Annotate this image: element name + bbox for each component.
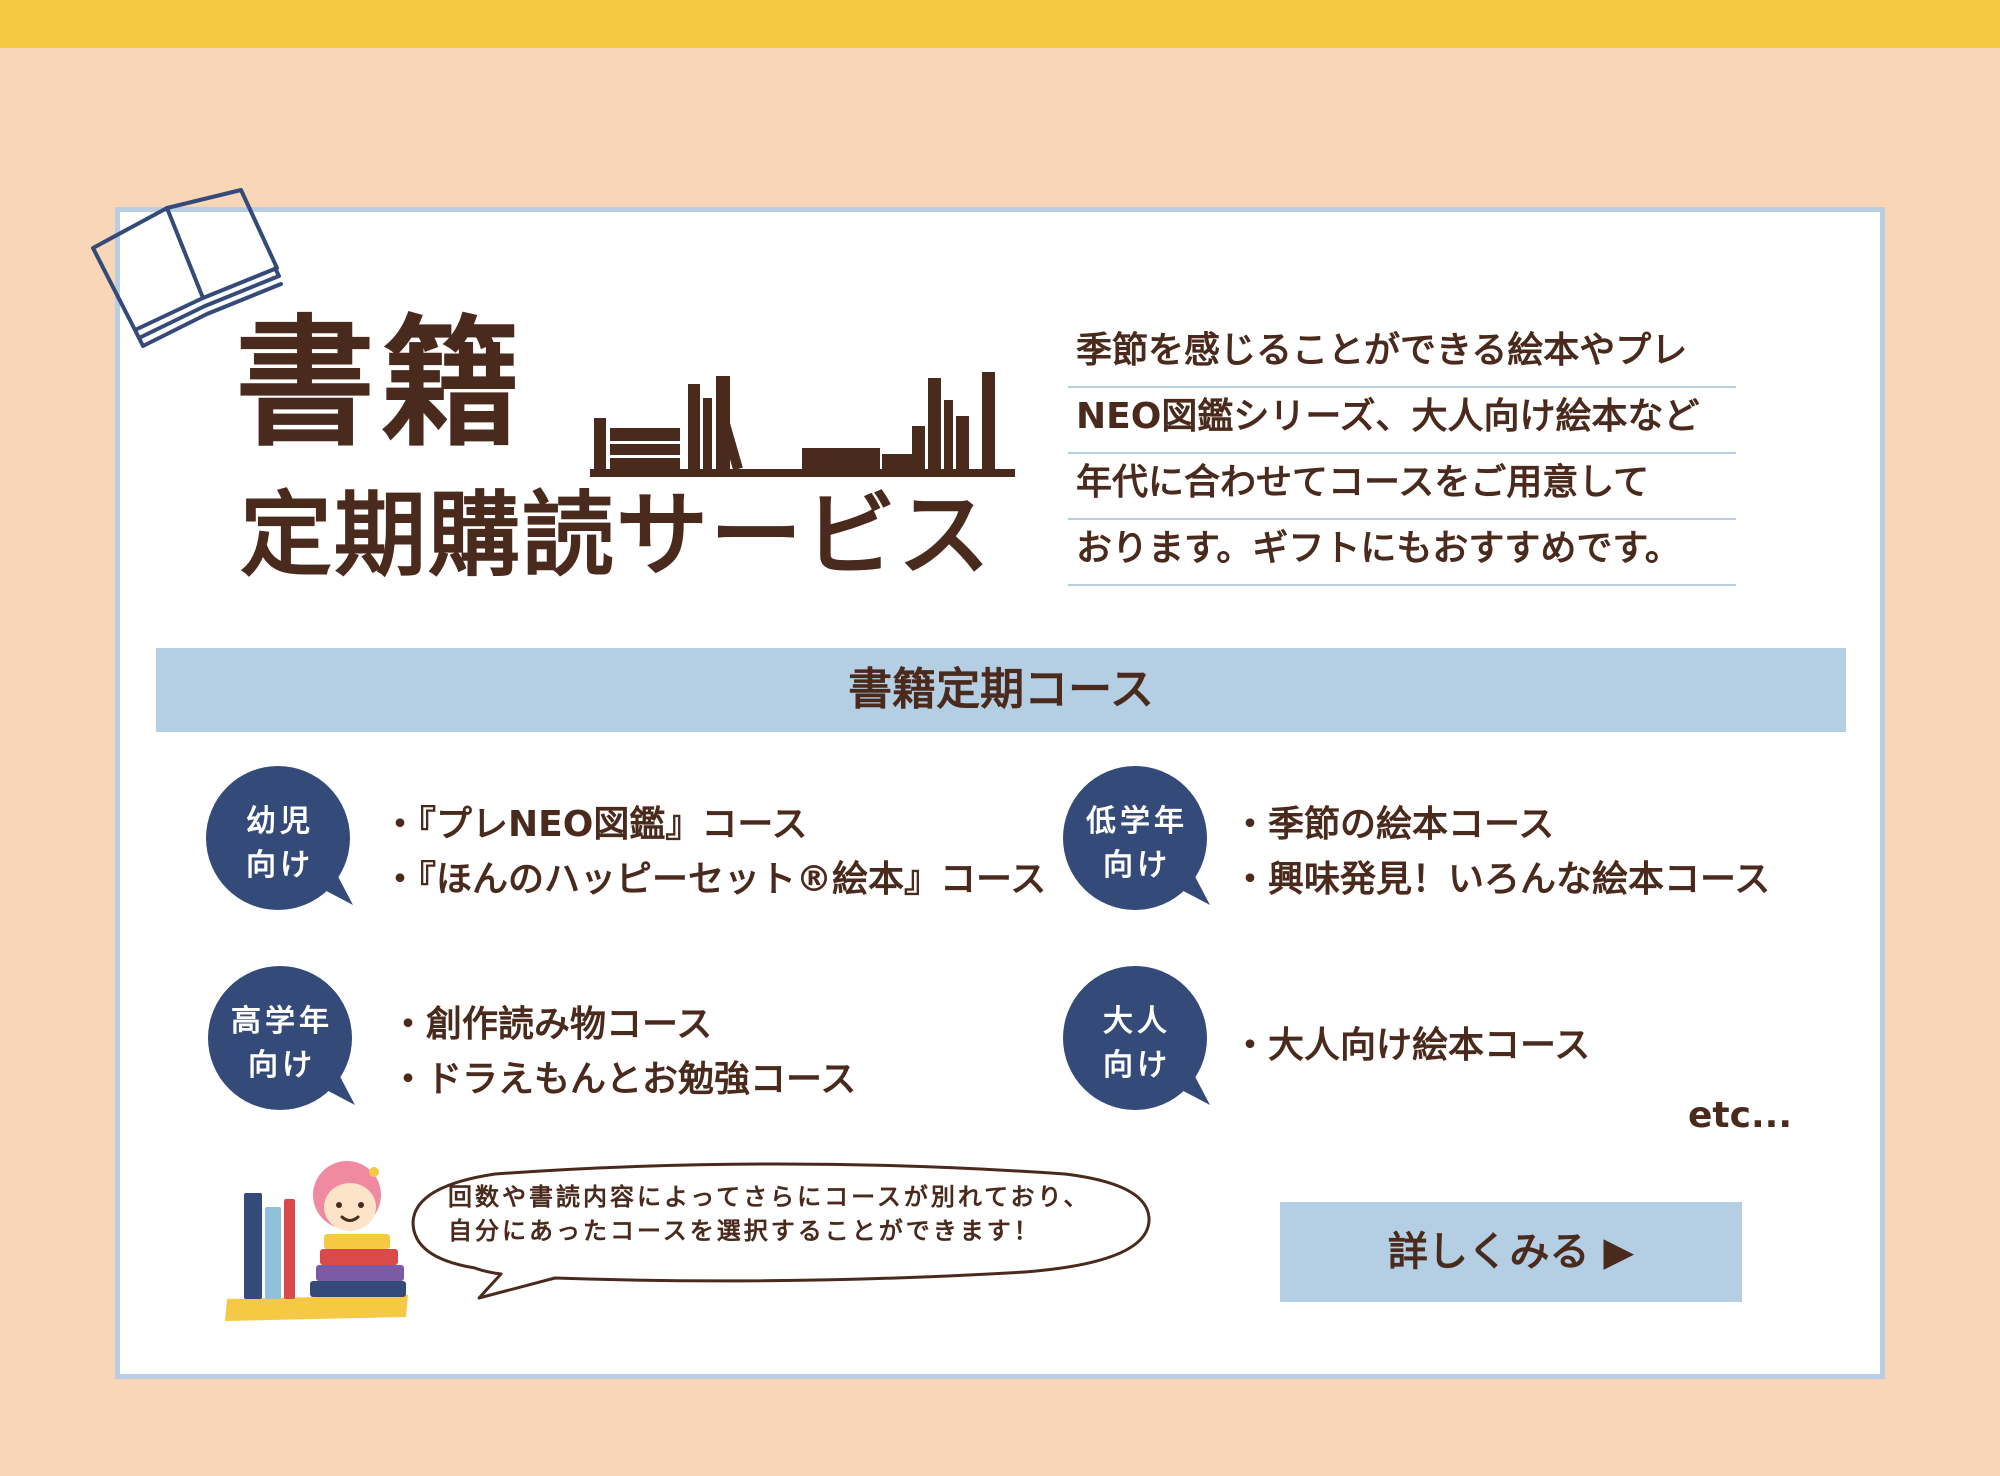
badge-label-bottom: 向け: [1103, 848, 1171, 883]
course-list: ・大人向け絵本コース: [1232, 1018, 1590, 1073]
speech-bubble-badge: [1063, 766, 1210, 910]
course-list: ・季節の絵本コース ・興味発見！いろんな絵本コース: [1232, 797, 1770, 907]
bookshelf-icon: [590, 372, 1015, 477]
girl-with-books-illustration: [225, 1161, 408, 1321]
course-list: ・『プレNEO図鑑』コース ・『ほんのハッピーセット®絵本』コース: [382, 797, 1046, 907]
badge-label-top: 大人: [1103, 1004, 1171, 1039]
description: 季節を感じることができる絵本やプレ NEO図鑑シリーズ、大人向け絵本など 年代に…: [1068, 322, 1736, 586]
brand-title-line2: 定期購読サービス: [240, 482, 993, 589]
badge-label-top: 幼児: [246, 804, 314, 839]
see-more-button[interactable]: 詳しくみる ▶: [1280, 1202, 1742, 1302]
description-line: おります。ギフトにもおすすめです。: [1068, 520, 1736, 586]
note-line: 回数や書読内容によってさらにコースが別れており、: [448, 1183, 1091, 1211]
course-group-lower-grades: 低学年 向け ・季節の絵本コース ・興味発見！いろんな絵本コース: [1062, 765, 1802, 925]
course-item[interactable]: ・創作読み物コース: [390, 1004, 713, 1045]
speech-bubble-badge: [1063, 966, 1210, 1110]
course-item[interactable]: ・季節の絵本コース: [1232, 804, 1555, 845]
note-line: 自分にあったコースを選択することができます！: [448, 1217, 1041, 1245]
course-section-header: 書籍定期コース: [156, 648, 1846, 732]
course-item[interactable]: ・『プレNEO図鑑』コース: [382, 804, 808, 845]
description-line: 年代に合わせてコースをご用意して: [1068, 454, 1736, 520]
service-card: [115, 207, 1885, 1379]
course-list: ・創作読み物コース ・ドラえもんとお勉強コース: [390, 997, 856, 1107]
top-bar: [0, 0, 2000, 48]
note-text: 回数や書読内容によってさらにコースが別れており、 自分にあったコースを選択するこ…: [448, 1180, 1090, 1248]
badge-label-top: 高学年: [231, 1004, 333, 1039]
speech-bubble-badge: [206, 766, 353, 910]
badge-label-bottom: 向け: [248, 1048, 316, 1083]
badge-label-bottom: 向け: [246, 848, 314, 883]
course-item[interactable]: ・ドラえもんとお勉強コース: [390, 1059, 857, 1100]
course-item[interactable]: ・『ほんのハッピーセット®絵本』コース: [382, 859, 1047, 900]
course-item[interactable]: ・興味発見！いろんな絵本コース: [1232, 859, 1771, 900]
course-group-adults: 大人 向け ・大人向け絵本コース: [1062, 965, 1802, 1125]
note-speech-balloon: [411, 1162, 1151, 1300]
brand-title-line1: 書籍: [235, 303, 528, 466]
description-line: NEO図鑑シリーズ、大人向け絵本など: [1068, 388, 1736, 454]
badge-label-top: 低学年: [1086, 804, 1188, 839]
badge-label-bottom: 向け: [1103, 1048, 1171, 1083]
open-book-icon: [91, 188, 283, 348]
etc-label: etc...: [1688, 1095, 1792, 1136]
course-group-upper-grades: 高学年 向け ・創作読み物コース ・ドラえもんとお勉強コース: [207, 965, 1027, 1125]
speech-bubble-badge: [208, 966, 355, 1110]
description-line: 季節を感じることができる絵本やプレ: [1068, 322, 1736, 388]
course-item[interactable]: ・大人向け絵本コース: [1232, 1025, 1591, 1066]
course-group-infant: 幼児 向け ・『プレNEO図鑑』コース ・『ほんのハッピーセット®絵本』コース: [205, 765, 1046, 925]
